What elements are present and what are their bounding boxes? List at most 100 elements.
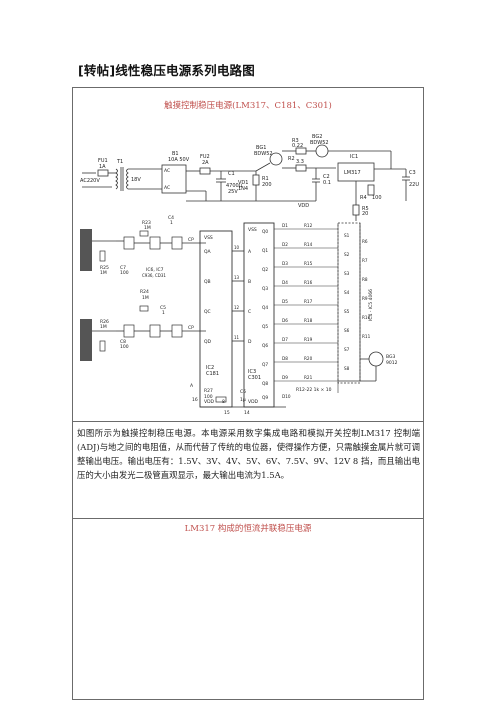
pin-14: 14 xyxy=(244,410,250,416)
ac-input-section: FU1 1A AC220V T1 18V AC AC B1 10A 50V FU… xyxy=(80,151,256,202)
r3-label: R3 xyxy=(292,138,299,144)
q4-label: Q4 xyxy=(262,305,268,311)
bg1-type: BDW52 xyxy=(254,151,273,157)
ic3-a: A xyxy=(248,249,252,255)
s2-label: S2 xyxy=(344,252,350,257)
c1-value: 4700μ xyxy=(226,183,243,189)
d3-label: D3 xyxy=(282,261,288,266)
ic3-vdd-label: VDD xyxy=(248,399,259,405)
bg2-type: BDW52 xyxy=(310,140,329,146)
section-caption-touch-regulator: 触摸控制稳压电源(LM317、C181、C301) xyxy=(164,101,332,111)
r4-value: 100 xyxy=(372,195,382,201)
bg2-label: BG2 xyxy=(312,134,322,140)
r26-value: 1M xyxy=(100,324,107,330)
fu1-label: FU1 xyxy=(98,158,108,164)
s6-label: S6 xyxy=(344,328,350,333)
r20-label: R20 xyxy=(304,356,313,361)
d9-label: D9 xyxy=(282,375,288,380)
cp2-label: CP xyxy=(188,325,194,331)
r2-label: R2 xyxy=(288,156,295,162)
r25-label: R25 xyxy=(100,265,109,271)
s1-label: S1 xyxy=(344,233,350,238)
q7-label: Q7 xyxy=(262,362,268,368)
c1-label: C1 xyxy=(228,171,235,177)
c6-label: C6 xyxy=(240,389,246,395)
c1-voltage: 25V xyxy=(228,189,238,195)
c5-label: C5 xyxy=(160,305,166,311)
bg3-type: 9012 xyxy=(386,360,398,366)
ic1-type: LM317 xyxy=(344,170,361,176)
r25-value: 1M xyxy=(100,270,107,276)
section-description: 如图所示为触摸控制稳压电源。本电源采用数字集成电路和模拟开关控制LM317 控制… xyxy=(77,428,420,480)
c2-value: 0.1 xyxy=(323,180,331,186)
pin-a: A xyxy=(190,383,194,389)
q8-label: Q8 xyxy=(262,381,268,387)
d1-label: D1 xyxy=(282,223,288,228)
page-title: [转帖]线性稳压电源系列电路图 xyxy=(78,63,255,78)
r24-value: 1M xyxy=(142,295,149,301)
touch-input-section: R25 1M C7 100 R23 1M C4 1 CP IC6, IC7 C9… xyxy=(80,215,206,361)
ac-input-label: AC220V xyxy=(80,178,100,184)
q6-label: Q6 xyxy=(262,343,268,349)
ic2-type: C181 xyxy=(206,371,219,377)
r15-label: R15 xyxy=(304,261,313,266)
ic3-b: B xyxy=(248,279,251,285)
r24-label: R24 xyxy=(140,289,149,295)
fu2-value: 2A xyxy=(202,160,209,166)
c4-label: C4 xyxy=(168,215,174,221)
r21-label: R21 xyxy=(304,375,313,380)
ic6-ic7-label: IC6, IC7 xyxy=(146,267,164,273)
touch-pad-2 xyxy=(80,319,92,361)
r16-label: R16 xyxy=(304,280,313,285)
r14-label: R14 xyxy=(304,242,313,247)
vd1-label: VD1 xyxy=(238,180,248,186)
r10-label: R10 xyxy=(362,315,371,320)
vdd-top-label: VDD xyxy=(298,203,309,209)
pin-11: 11 xyxy=(234,335,240,340)
regulator-section: R1 200 VD1 1N4 BG1 BDW52 R3 0.22 BG2 BDW… xyxy=(238,134,419,221)
r23-value: 1M xyxy=(144,225,151,231)
d8-label: D8 xyxy=(282,356,288,361)
r5-label: R5 xyxy=(362,206,369,212)
schematic-svg: FU1 1A AC220V T1 18V AC AC B1 10A 50V FU… xyxy=(80,134,419,416)
r26-label: R26 xyxy=(100,319,109,325)
ic3-type: C301 xyxy=(248,375,261,381)
r27-label: R27 xyxy=(204,388,213,394)
circuit-diagram-touch-regulator: FU1 1A AC220V T1 18V AC AC B1 10A 50V FU… xyxy=(76,111,420,421)
d6-label: D6 xyxy=(282,318,288,323)
r18-label: R18 xyxy=(304,318,313,323)
d4-label: D4 xyxy=(282,280,288,285)
s7-label: S7 xyxy=(344,347,350,352)
ic4-ic5-label: IC4 - IC5 4066 xyxy=(368,289,374,321)
ic2-vss-label: VSS xyxy=(204,235,213,241)
divider-1 xyxy=(72,421,424,422)
r8-label: R8 xyxy=(362,277,368,282)
ic2-qa: QA xyxy=(204,249,212,255)
d7-label: D7 xyxy=(282,337,288,342)
pin-15: 15 xyxy=(224,410,230,416)
vd1-type: 1N4 xyxy=(238,186,248,192)
r7-label: R7 xyxy=(362,258,368,263)
c4-value: 1 xyxy=(170,220,173,226)
r12-label: R12 xyxy=(304,223,313,228)
ic2-qb: QB xyxy=(204,279,211,285)
r1-value: 200 xyxy=(262,182,272,188)
d10-label: D10 xyxy=(282,394,291,399)
ic3-d: D xyxy=(248,339,252,345)
r6-label: R6 xyxy=(362,239,368,244)
ic2-label: IC2 xyxy=(206,365,214,371)
ic2-qc: QC xyxy=(204,309,211,315)
led-ladder: D1 D2 D3 D4 D5 D6 D7 D8 D9 D10 R12 R14 R… xyxy=(274,223,339,399)
ic2-counter: VSS QA QB QC QD IC2 C181 VDD 16 8 xyxy=(192,230,233,408)
q1-label: Q1 xyxy=(262,248,268,254)
c7-label: C7 xyxy=(120,265,126,271)
ic-types-label: C936, CD31 xyxy=(142,273,166,278)
r5-value: 20 xyxy=(362,211,368,217)
c3-value: 22U xyxy=(409,182,419,188)
r27-value: 100 xyxy=(204,394,213,400)
section-caption-constant-current: LM317 构成的恒流并联稳压电源 xyxy=(184,524,312,534)
ic2-vdd-label: VDD xyxy=(204,399,215,405)
s4-label: S4 xyxy=(344,290,350,295)
r4-label: R4 xyxy=(360,195,367,201)
ic3-vss-label: VSS xyxy=(248,227,257,233)
